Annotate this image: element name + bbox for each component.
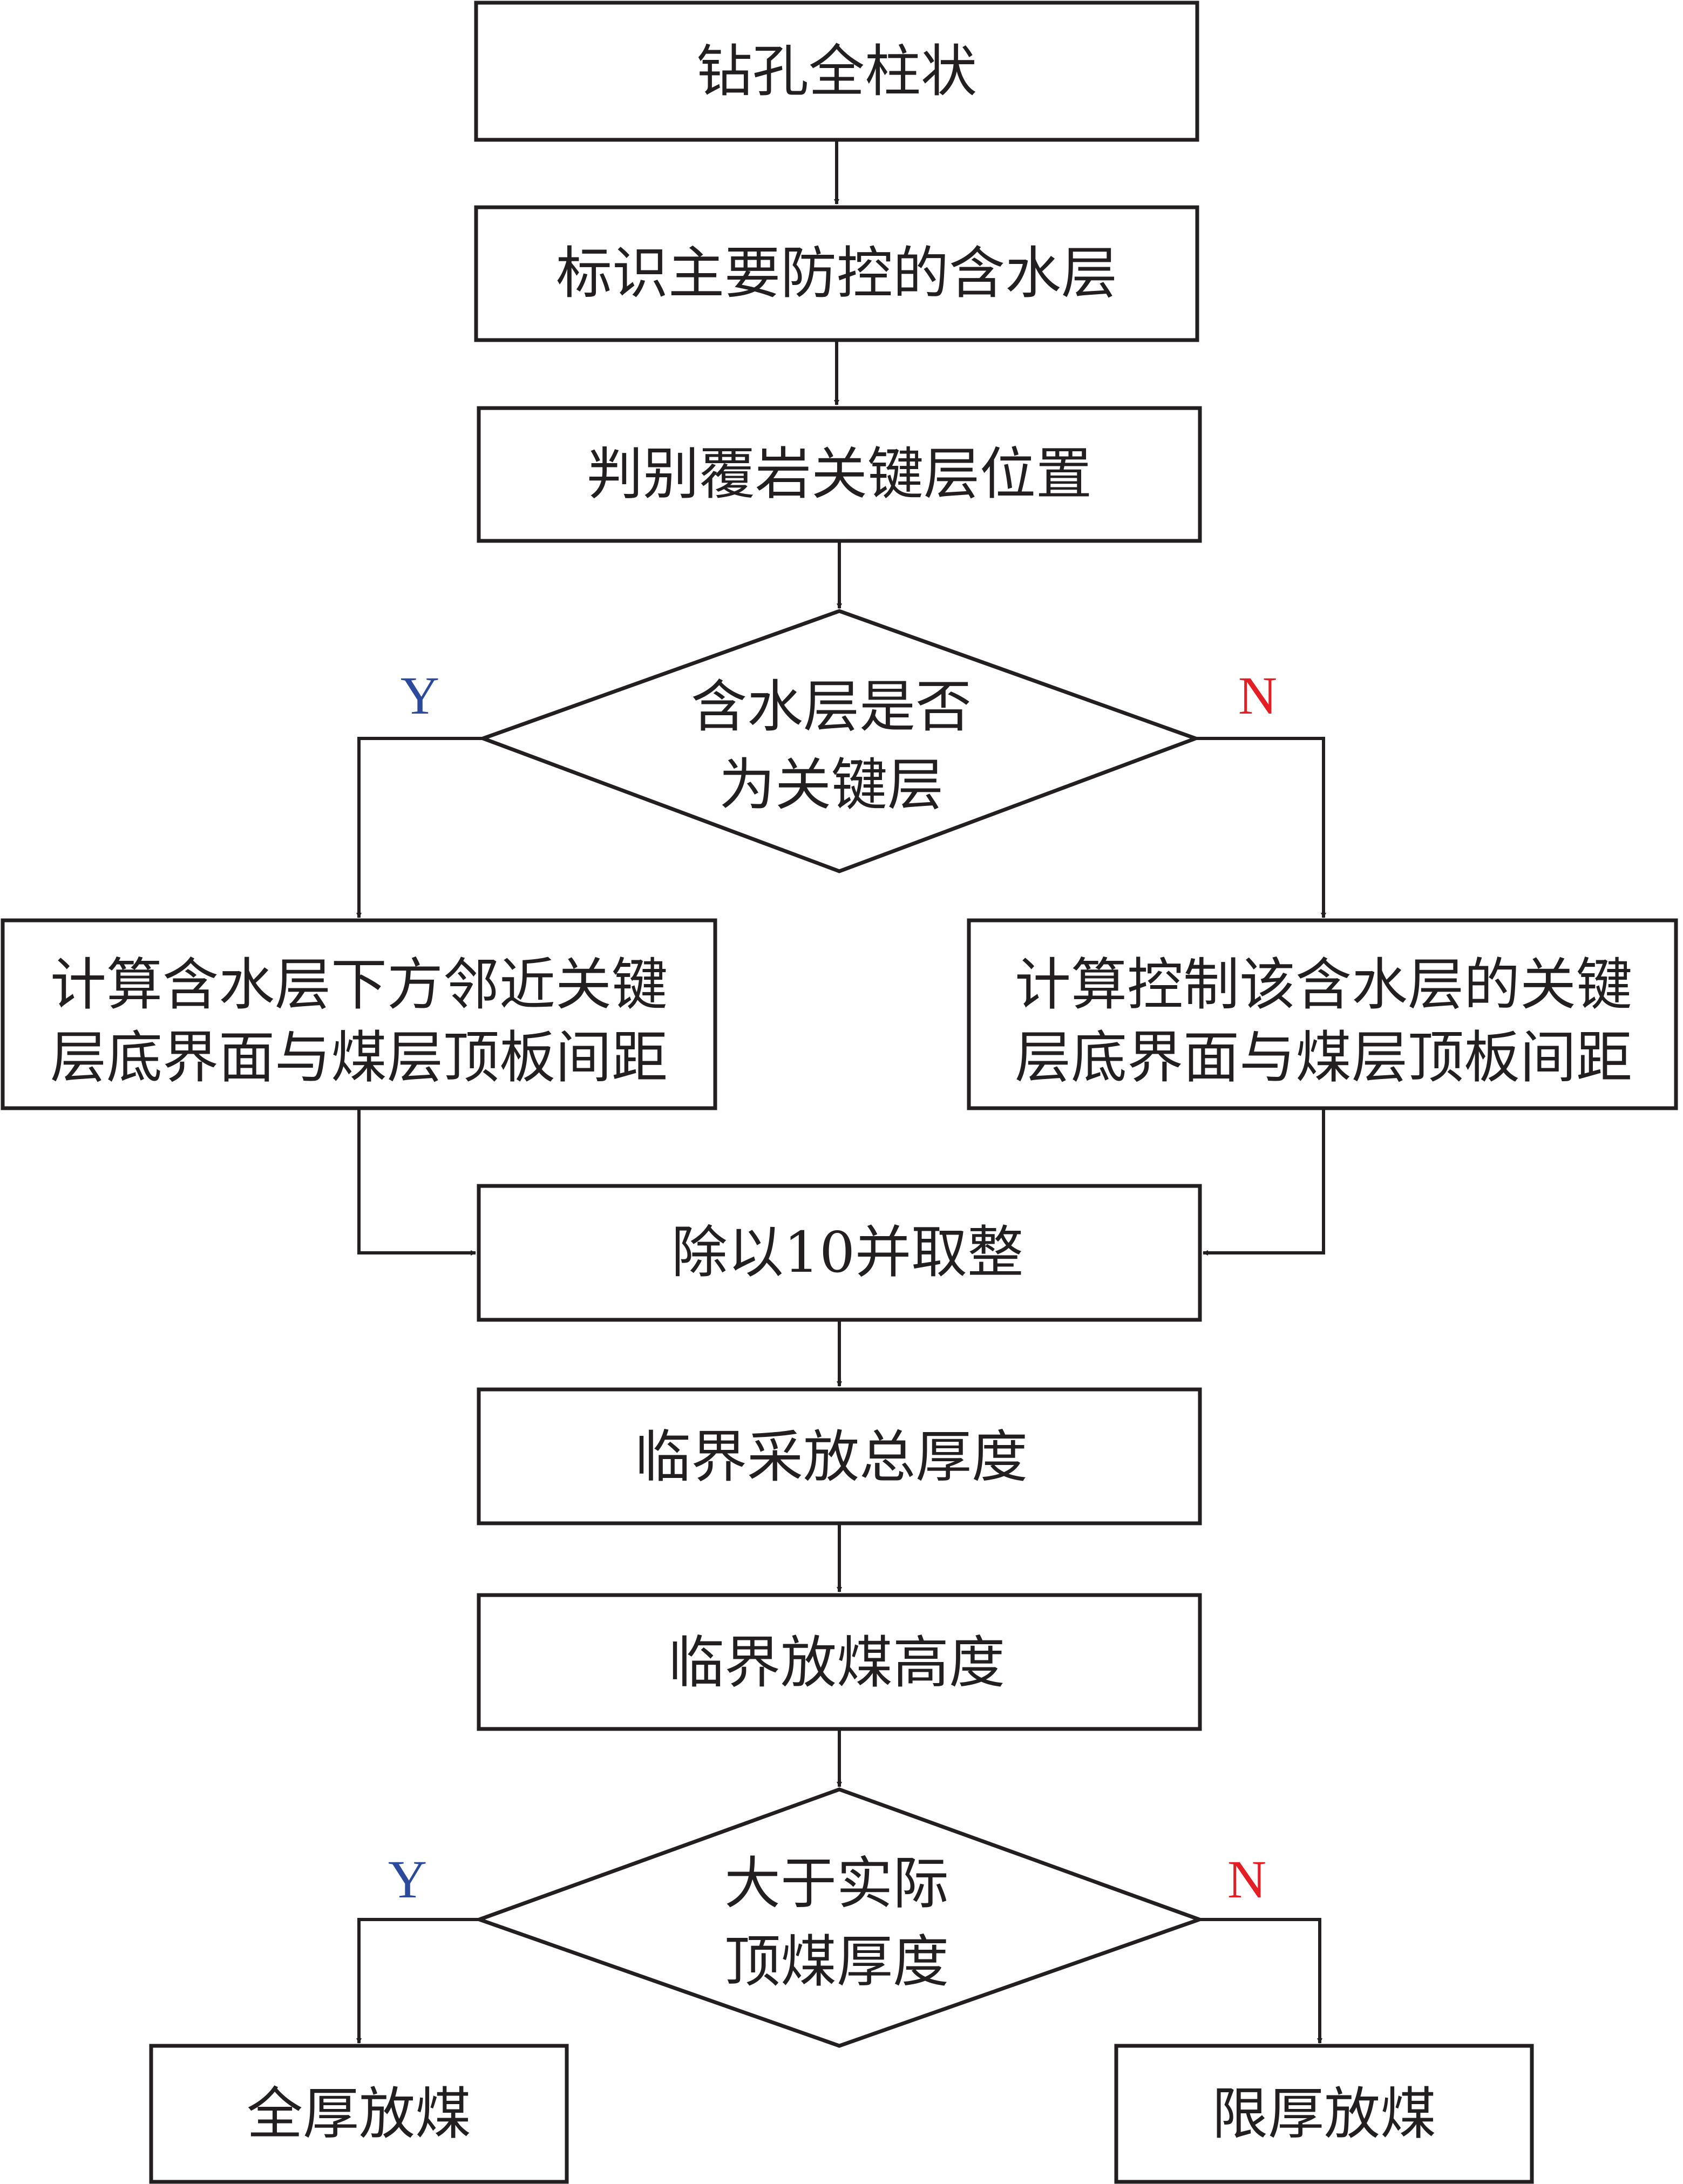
node-borehole-column: 钻孔全柱状 [474,1,1199,142]
node-divide-round: 除以10并取整 [477,1184,1202,1322]
node-calc-below-key-stratum-line-1: 计算含水层下方邻近关键 [50,952,668,1018]
decision-greater-than-top-coal-line-2: 顶煤厚度 [724,1929,949,1995]
node-calc-controlling-key-stratum: 计算控制该含水层的关键 层底界面与煤层顶板间距 [967,918,1678,1110]
node-full-thickness-caving-label: 全厚放煤 [247,2081,471,2147]
node-calc-controlling-key-stratum-line-1: 计算控制该含水层的关键 [1015,952,1632,1018]
node-identify-key-stratum: 判别覆岩关键层位置 [477,406,1202,543]
edge-decision1-no [1196,737,1326,918]
decision-aquifer-is-key-line-2: 为关键层 [719,752,944,818]
node-mark-aquifer: 标识主要防控的含水层 [474,205,1199,342]
node-critical-caving-height: 临界放煤高度 [477,1593,1202,1731]
edge-decision2-yes [356,1918,479,2044]
node-critical-total-thickness-label: 临界采放总厚度 [635,1424,1028,1490]
decision-greater-than-top-coal: 大于实际 顶煤厚度 [473,1787,1205,2048]
decision-greater-than-top-coal-line-1: 大于实际 [724,1850,949,1916]
node-calc-controlling-key-stratum-line-2: 层底界面与煤层顶板间距 [1015,1025,1632,1090]
node-borehole-column-label: 钻孔全柱状 [696,38,977,104]
node-critical-caving-height-label: 临界放煤高度 [668,1630,1005,1695]
decision-aquifer-is-key-line-1: 含水层是否 [691,674,972,740]
edge-decision1-yes [356,737,483,918]
edge-decision2-no [1199,1918,1322,2044]
decision-aquifer-is-key: 含水层是否 为关键层 [477,609,1202,873]
edge-left-to-divide [357,1108,476,1256]
node-critical-total-thickness: 临界采放总厚度 [477,1387,1202,1525]
node-limited-thickness-caving-label: 限厚放煤 [1212,2081,1436,2147]
node-identify-key-stratum-label: 判别覆岩关键层位置 [587,441,1092,507]
node-limited-thickness-caving: 限厚放煤 [1114,2044,1534,2184]
decision2-no-label: N [1227,1849,1266,1909]
decision1-yes-label: Y [401,666,439,725]
node-calc-below-key-stratum-line-2: 层底界面与煤层顶板间距 [50,1025,668,1090]
edge-right-to-divide [1203,1108,1325,1256]
decision1-no-label: N [1238,666,1277,725]
node-divide-round-label: 除以10并取整 [671,1219,1023,1285]
node-calc-below-key-stratum: 计算含水层下方邻近关键 层底界面与煤层顶板间距 [1,918,717,1110]
node-mark-aquifer-label: 标识主要防控的含水层 [556,240,1117,306]
node-full-thickness-caving: 全厚放煤 [149,2044,569,2184]
decision2-yes-label: Y [388,1849,427,1909]
